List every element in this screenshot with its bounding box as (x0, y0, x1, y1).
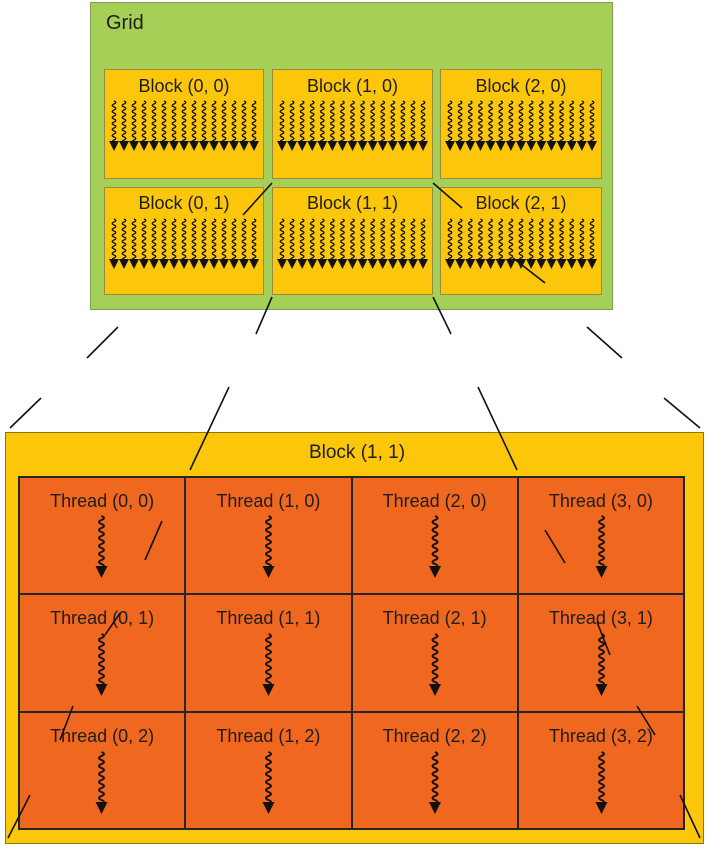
thread-row: Thread (0, 2) Thread (1, 2) Thread (2, 2… (17, 710, 686, 831)
thread-cell: Thread (2, 2) (350, 710, 519, 831)
wavy-arrow-icon (595, 633, 608, 696)
block-label: Block (1, 0) (306, 76, 399, 96)
thread-label: Thread (3, 1) (548, 608, 653, 629)
thread-label: Thread (1, 2) (216, 725, 321, 746)
block-thread-arrows (277, 100, 428, 151)
zoom-connector-line (86, 326, 119, 359)
zoom-connector-line (189, 386, 230, 471)
zoom-connector-line (512, 257, 546, 284)
block-label: Block (0, 0) (138, 76, 230, 96)
block-2-1 (440, 187, 602, 295)
thread-label: Thread (0, 2) (50, 725, 155, 746)
block-thread-arrows (445, 218, 597, 269)
zoom-connector-line (9, 397, 42, 429)
zoom-connector-line (586, 326, 623, 359)
wavy-arrow-icon (95, 515, 108, 578)
zoom-connector-line (255, 296, 273, 335)
thread-label: Thread (2, 0) (382, 491, 487, 511)
block-0-1 (104, 187, 264, 295)
zoom-connector-line (144, 520, 163, 561)
block-1-1 (272, 187, 433, 295)
block-0-0 (104, 69, 264, 179)
thread-cell: Thread (1, 2) (184, 710, 353, 831)
block-thread-arrows (277, 218, 428, 269)
zoom-connector-line (242, 182, 273, 216)
block-label: Block (1, 1) (306, 193, 399, 213)
zoom-connector-line (544, 529, 566, 564)
block-1-0 (272, 69, 433, 179)
wavy-arrow-icon (262, 515, 275, 578)
block-label: Block (2, 0) (475, 76, 567, 96)
thread-label: Thread (0, 1) (50, 608, 155, 629)
thread-label: Thread (2, 2) (382, 725, 487, 746)
block-2-0 (440, 69, 602, 179)
expanded-block-title: Block (1, 1) (308, 442, 406, 463)
wavy-arrow-icon (429, 751, 441, 814)
wavy-arrow-icon (95, 633, 108, 696)
zoom-connector-line (432, 182, 463, 209)
block-thread-arrows (109, 218, 259, 269)
thread-label: Thread (3, 2) (548, 725, 653, 746)
zoom-connector-line (679, 794, 701, 839)
block-label: Block (0, 1) (138, 193, 230, 213)
thread-label: Thread (2, 1) (382, 608, 487, 629)
thread-label: Thread (1, 1) (216, 608, 321, 629)
wavy-arrow-icon (595, 751, 608, 814)
wavy-arrow-icon (262, 633, 275, 696)
block-thread-arrows (109, 100, 259, 151)
wavy-arrow-icon (95, 751, 108, 814)
zoom-connector-line (104, 612, 121, 636)
zoom-connector-line (477, 386, 518, 471)
wavy-arrow-icon (262, 751, 275, 814)
zoom-connector-line (59, 705, 74, 741)
zoom-connector-line (636, 705, 656, 736)
block-thread-arrows (445, 100, 597, 151)
wavy-arrow-icon (595, 515, 608, 578)
wavy-arrow-icon (429, 515, 441, 578)
thread-label: Thread (0, 0) (50, 491, 155, 511)
grid-title: Grid (106, 12, 144, 34)
thread-cell: Thread (0, 2) (17, 710, 187, 831)
thread-label: Thread (1, 0) (216, 491, 321, 511)
zoom-connector-line (432, 296, 452, 335)
thread-label: Thread (3, 0) (548, 491, 653, 511)
zoom-connector-line (596, 621, 611, 656)
block-label: Block (2, 1) (475, 193, 567, 213)
zoom-connector-line (663, 397, 701, 429)
zoom-connector-line (7, 794, 31, 839)
wavy-arrow-icon (429, 633, 441, 696)
